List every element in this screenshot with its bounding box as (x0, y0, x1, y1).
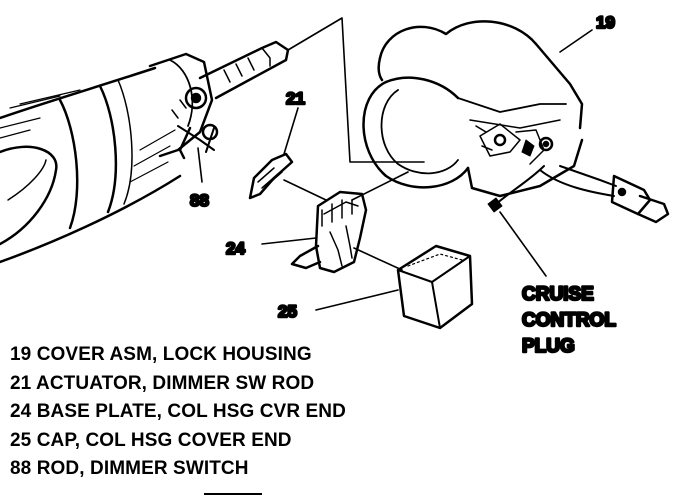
legend-text: BASE PLATE, COL HSG CVR END (36, 401, 346, 422)
dimmer-sw-actuator (248, 152, 294, 200)
end-rule (204, 493, 262, 495)
legend-item: 21 ACTUATOR, DIMMER SW ROD (10, 370, 346, 399)
legend-number: 88 (10, 458, 32, 479)
callout-88: 88 (190, 191, 209, 210)
legend-text: ROD, DIMMER SWITCH (36, 458, 249, 479)
cruise-control-plug (487, 165, 670, 224)
callout-leaders (197, 29, 593, 311)
legend-item: 24 BASE PLATE, COL HSG CVR END (10, 398, 346, 427)
legend-number: 25 (10, 429, 32, 451)
legend-item: 88 ROD, DIMMER SWITCH (10, 455, 346, 484)
legend-number: 21 (10, 372, 32, 394)
legend-text: COVER ASM, LOCK HOUSING (36, 344, 312, 365)
plug-label-line-3: PLUG (522, 336, 575, 357)
plug-label-line-2: CONTROL (522, 310, 616, 331)
legend-text: CAP, COL HSG COVER END (36, 429, 292, 451)
legend-number: 19 (10, 344, 32, 365)
legend-number: 24 (10, 401, 32, 422)
lock-housing-cover (362, 20, 584, 198)
plug-label-line-1: CRUISE (522, 284, 594, 305)
steering-column (0, 40, 290, 264)
legend-item: 19 COVER ASM, LOCK HOUSING (10, 341, 346, 370)
callout-25: 25 (278, 302, 297, 321)
callout-24: 24 (226, 239, 245, 258)
base-plate (290, 190, 368, 274)
parts-legend: 19 COVER ASM, LOCK HOUSING 21 ACTUATOR, … (10, 341, 346, 484)
legend-item: 25 CAP, COL HSG COVER END (10, 427, 346, 456)
legend-text: ACTUATOR, DIMMER SW ROD (36, 372, 315, 394)
callout-21: 21 (286, 89, 305, 108)
column-cover-cap (396, 244, 474, 330)
assembly-lines (283, 17, 425, 271)
callout-19: 19 (596, 13, 615, 32)
dimmer-switch-rod (178, 126, 215, 160)
